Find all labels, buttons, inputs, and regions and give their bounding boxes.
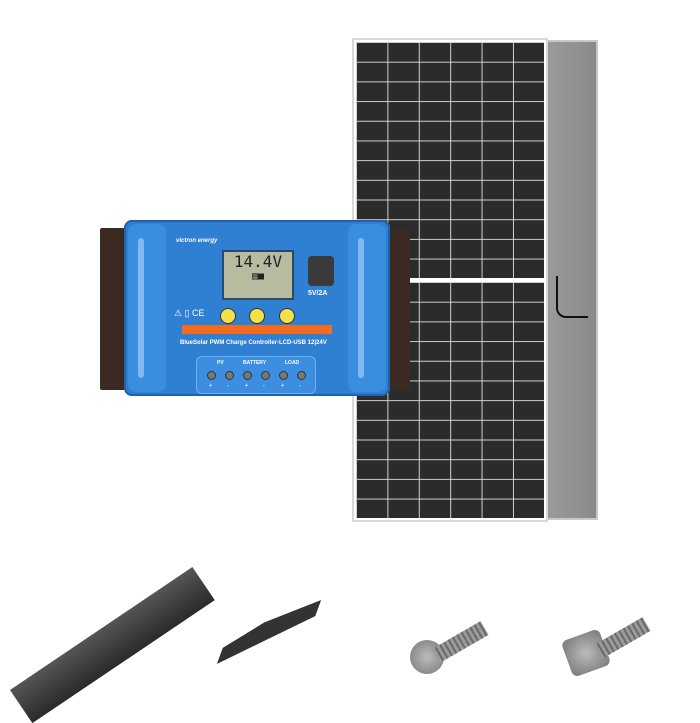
battery-icon: ▤■ — [251, 271, 265, 282]
orange-stripe — [182, 325, 332, 334]
socket-bolt-thread — [432, 621, 489, 663]
terminal-screw — [207, 371, 216, 380]
terminal-block: PV BATTERY LOAD + - + - + - — [196, 356, 316, 394]
polarity-mark: - — [263, 383, 265, 389]
hex-bolt-thread — [594, 617, 651, 659]
mount-bracket-right — [386, 228, 410, 390]
terminal-screw — [279, 371, 288, 380]
model-label: BlueSolar PWM Charge Controller-LCD-USB … — [180, 340, 327, 346]
terminal-screw — [297, 371, 306, 380]
load-label: LOAD — [285, 360, 300, 366]
lcd-display: 14.4V▤■ — [222, 250, 294, 300]
up-button[interactable] — [249, 308, 265, 324]
warning-icon: ⚠ ▯ CE — [174, 308, 205, 318]
usb-label: 5V/2A — [308, 290, 328, 297]
mount-bracket-left — [100, 228, 126, 390]
polarity-mark: + — [209, 383, 212, 389]
usb-port — [308, 256, 334, 286]
polarity-mark: - — [299, 383, 301, 389]
polarity-mark: + — [281, 383, 284, 389]
lcd-value: 14.4V — [233, 252, 283, 271]
terminal-screw — [225, 371, 234, 380]
controller-side-left — [128, 224, 166, 392]
battery-label: BATTERY — [243, 360, 267, 366]
polarity-mark: - — [227, 383, 229, 389]
controller-side-right — [348, 224, 386, 392]
charge-controller: victron energy 14.4V▤■ 5V/2A ⚠ ▯ CE Blue… — [124, 220, 390, 396]
pv-label: PV — [217, 360, 224, 366]
terminal-screw — [261, 371, 270, 380]
end-clamp — [217, 600, 322, 664]
down-light-button[interactable] — [279, 308, 295, 324]
terminal-screw — [243, 371, 252, 380]
menu-button[interactable] — [220, 308, 236, 324]
polarity-mark: + — [245, 383, 248, 389]
brand-logo: victron energy — [176, 238, 218, 244]
junction-cable — [556, 276, 588, 318]
